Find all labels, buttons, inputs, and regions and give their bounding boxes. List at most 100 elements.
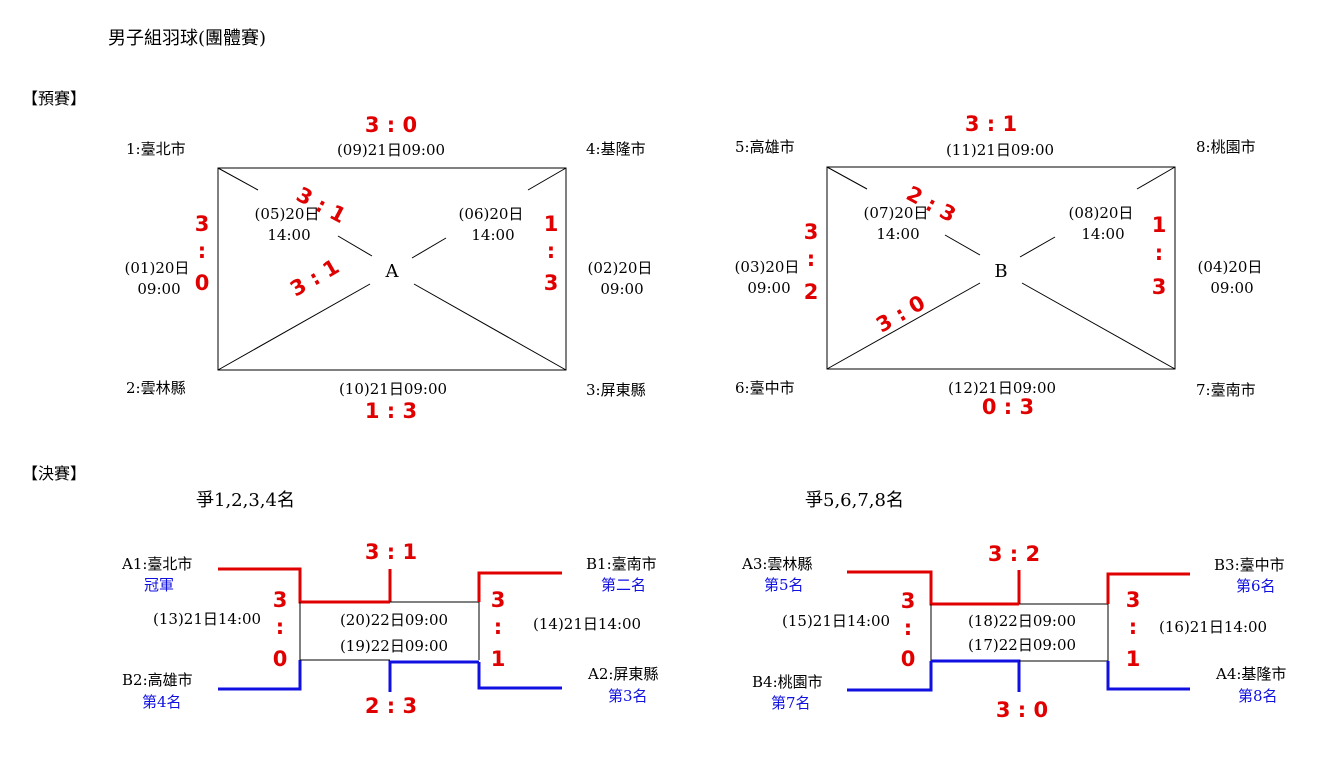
group-a-diag-tl [217,167,259,191]
group-b-team-bl: 6:臺中市 [735,379,795,397]
group-a-match-left-date: (01)20日 [124,259,190,277]
group-b-diag-tr [1136,166,1176,190]
group-b-score-left-sep: : [806,247,816,271]
final-left-title: 爭1,2,3,4名 [196,490,295,511]
final-left-match-left: (13)21日14:00 [153,610,262,628]
group-a-team-tr: 4:基隆市 [586,140,646,158]
final-right-score-left-2: 0 [900,647,916,671]
final-left-bl-team: B2:高雄市 [122,671,193,689]
final-left-tl-rank: 冠軍 [144,576,175,594]
group-b-score-left-1: 3 [803,220,819,244]
final-right-score-bottom: 3 : 0 [995,698,1049,722]
group-b-match-right-date: (04)20日 [1197,258,1263,276]
final-right-score-top: 3 : 2 [987,542,1041,566]
group-b-score-right-2: 3 [1151,275,1167,299]
final-header: 【決賽】 [22,464,87,483]
group-a-box [217,167,567,371]
group-a-diag-tr-inner [411,237,447,259]
group-a-match-bottom: (10)21日09:00 [338,380,448,398]
group-b-match-dl-time: 14:00 [876,225,920,243]
group-b-match-dr-time: 14:00 [1081,225,1125,243]
group-a-match-dr-date: (06)20日 [458,205,524,223]
group-a-score-left-sep: : [197,239,207,263]
group-a-team-tl: 1:臺北市 [126,140,186,158]
group-a-label: A [385,261,399,282]
prelim-header: 【預賽】 [22,89,87,108]
final-right-match-mid-2: (17)22日09:00 [967,636,1077,654]
group-a-score-right-sep: : [546,239,556,263]
group-a-match-right-time: 09:00 [600,280,644,298]
group-a-diag-bl [217,283,371,371]
group-a-score-right-1: 1 [543,212,559,236]
final-left-match-mid-2: (19)22日09:00 [339,637,449,655]
final-right-match-left: (15)21日14:00 [782,612,891,630]
group-b-diag-tl [826,166,868,190]
final-left-bracket [218,567,562,692]
final-right-match-right: (16)21日14:00 [1159,618,1268,636]
group-a-team-bl: 2:雲林縣 [126,379,186,397]
group-a-diagram [217,167,567,371]
final-left-tr-team: B1:臺南市 [586,555,657,573]
final-right-bl-rank: 第7名 [771,694,811,712]
final-right-score-left-1: 3 [900,589,916,613]
final-right-bracket [847,570,1190,692]
final-right-br-rank: 第8名 [1238,687,1278,705]
group-a-score-top: 3 : 0 [364,113,418,137]
final-left-score-top: 3 : 1 [364,540,418,564]
group-a-match-dl-date: (05)20日 [254,205,320,223]
group-b-match-bottom: (12)21日09:00 [947,379,1057,397]
group-b-diag-tl-inner [944,234,981,256]
final-right-score-right-2: 1 [1125,647,1141,671]
page-title: 男子組羽球(團體賽) [108,28,267,49]
final-left-score-left-1: 3 [272,588,288,612]
final-right-br-team: A4:基隆市 [1216,665,1287,683]
group-b-team-br: 7:臺南市 [1196,381,1256,399]
group-b-box [826,166,1176,370]
final-left-score-right-sep: : [493,615,503,639]
group-b-score-top: 3 : 1 [964,112,1018,136]
final-left-match-right: (14)21日14:00 [533,615,642,633]
group-a-match-top: (09)21日09:00 [336,141,446,159]
group-b-match-left-date: (03)20日 [734,258,800,276]
final-left-bl-rank: 第4名 [142,693,182,711]
group-a-match-dl-time: 14:00 [267,226,311,244]
final-right-tl-rank: 第5名 [764,576,804,594]
group-a-diag-tl-inner [337,235,373,257]
final-left-score-right-2: 1 [490,647,506,671]
final-right-score-right-sep: : [1128,615,1138,639]
final-left-tl-team: A1:臺北市 [122,555,193,573]
final-left-score-left-sep: : [275,615,285,639]
final-left-score-bottom: 2 : 3 [364,694,418,718]
group-b-score-left-2: 2 [803,280,819,304]
group-a-match-dr-time: 14:00 [471,226,515,244]
group-a-team-br: 3:屏東縣 [586,381,646,399]
group-a-match-left-time: 09:00 [137,280,181,298]
group-b-diag-bl [826,282,981,370]
final-right-tr-rank: 第6名 [1236,577,1276,595]
final-right-match-mid-1: (18)22日09:00 [967,612,1077,630]
final-left-tr-rank: 第二名 [601,576,647,594]
group-b-score-bottom: 0 : 3 [981,395,1035,419]
group-a-score-left-2: 0 [194,271,210,295]
group-b-diag-tr-inner [1019,236,1056,258]
final-right-score-left-sep: : [903,616,913,640]
final-right-bl-team: B4:桃園市 [752,673,823,691]
group-b-match-top: (11)21日09:00 [945,141,1055,159]
group-b-match-dl-date: (07)20日 [863,204,929,222]
group-b-score-right-1: 1 [1151,213,1167,237]
group-b-diag-br [1021,282,1176,370]
group-b-team-tl: 5:高雄市 [735,138,795,156]
final-left-match-mid-1: (20)22日09:00 [339,611,449,629]
group-b-match-dr-date: (08)20日 [1068,204,1134,222]
final-right-tr-team: B3:臺中市 [1214,556,1285,574]
group-b-diagram [826,166,1176,370]
group-a-score-left-1: 3 [194,212,210,236]
group-b-team-tr: 8:桃園市 [1196,138,1256,156]
final-right-score-right-1: 3 [1125,588,1141,612]
group-a-score-right-2: 3 [543,271,559,295]
group-a-diag-tr [527,167,567,191]
final-left-score-right-1: 3 [490,588,506,612]
group-b-label: B [994,261,1008,282]
final-left-br-team: A2:屏東縣 [588,665,659,683]
